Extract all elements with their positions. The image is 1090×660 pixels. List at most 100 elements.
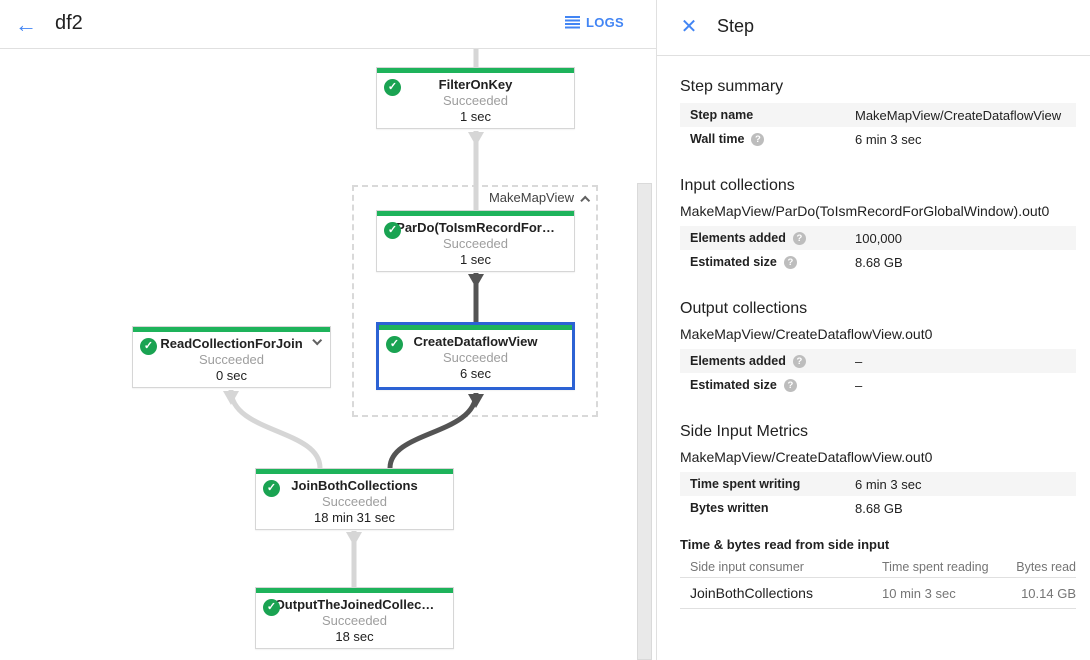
- logs-button-label: LOGS: [585, 15, 624, 30]
- node-time: 18 min 31 sec: [314, 510, 395, 525]
- toolbar: ← df2 LOGS: [0, 0, 656, 49]
- column-header: Side input consumer: [690, 560, 804, 574]
- input-collections-table: Elements added ? 100,000 Estimated size …: [680, 226, 1076, 274]
- row-value: MakeMapView/CreateDataflowView: [855, 107, 1062, 123]
- step-summary-heading: Step summary: [680, 78, 784, 95]
- node-status-bar: [133, 327, 330, 332]
- node-status-bar: [377, 211, 574, 216]
- side-input-collection-name: MakeMapView/CreateDataflowView.out0: [680, 449, 933, 465]
- output-collections-heading: Output collections: [680, 300, 808, 317]
- row-label: Step name: [690, 108, 754, 122]
- input-collection-name: MakeMapView/ParDo(ToIsmRecordForGlobalWi…: [680, 203, 1050, 219]
- row-value: 100,000: [855, 230, 902, 246]
- pane-divider: [656, 0, 657, 660]
- graph-node-outputthejoinedcollection[interactable]: ✓ OutputTheJoinedCollec… Succeeded 18 se…: [255, 587, 454, 649]
- table-row: Bytes written 8.68 GB: [680, 496, 1076, 520]
- help-icon[interactable]: ?: [783, 255, 797, 269]
- node-title: ReadCollectionForJoin: [160, 336, 303, 351]
- graph-scrollbar[interactable]: [637, 183, 652, 660]
- success-check-icon: ✓: [384, 79, 401, 96]
- node-title: ParDo(ToIsmRecordFor…: [396, 220, 555, 235]
- node-title: OutputTheJoinedCollec…: [274, 597, 435, 612]
- graph-node-readcollectionforjoin[interactable]: ✓ ReadCollectionForJoin Succeeded 0 sec: [132, 326, 331, 388]
- row-value: 6 min 3 sec: [855, 476, 922, 492]
- node-title: JoinBothCollections: [291, 478, 418, 493]
- job-title: df2: [55, 12, 83, 34]
- row-label: Estimated size: [690, 255, 777, 269]
- logs-button[interactable]: LOGS: [564, 15, 624, 30]
- side-input-read-table: Side input consumer Time spent reading B…: [680, 557, 1076, 609]
- row-label: Elements added: [690, 354, 786, 368]
- node-status: Succeeded: [442, 93, 509, 108]
- node-status-bar: [377, 68, 574, 73]
- table-header-row: Side input consumer Time spent reading B…: [680, 557, 1076, 578]
- graph-node-createdataflowview[interactable]: ✓ CreateDataflowView Succeeded 6 sec: [376, 322, 575, 390]
- cell-time: 10 min 3 sec: [882, 585, 956, 601]
- table-row: Wall time ? 6 min 3 sec: [680, 127, 1076, 151]
- row-value: –: [855, 377, 863, 393]
- step-summary-table: Step name MakeMapView/CreateDataflowView…: [680, 103, 1076, 151]
- node-status: Succeeded: [321, 613, 388, 628]
- node-time: 18 sec: [335, 629, 374, 644]
- success-check-icon: ✓: [384, 222, 401, 239]
- step-detail-panel: ✕ Step Step summary Step name MakeMapVie…: [657, 0, 1090, 660]
- help-icon[interactable]: ?: [751, 132, 765, 146]
- row-label: Time spent writing: [690, 477, 801, 491]
- help-icon[interactable]: ?: [792, 354, 806, 368]
- row-value: 8.68 GB: [855, 500, 903, 516]
- node-status: Succeeded: [198, 352, 265, 367]
- node-status-bar: [256, 588, 453, 593]
- graph-node-joinbothcollections[interactable]: ✓ JoinBothCollections Succeeded 18 min 3…: [255, 468, 454, 530]
- node-status-bar: [256, 469, 453, 474]
- group-label-text: MakeMapView: [488, 190, 574, 205]
- column-header: Bytes read: [1016, 560, 1076, 574]
- graph-edges: [223, 49, 484, 587]
- output-collections-table: Elements added ? – Estimated size ? –: [680, 349, 1076, 397]
- row-value: 8.68 GB: [855, 254, 903, 270]
- table-row: Time spent writing 6 min 3 sec: [680, 472, 1076, 496]
- side-input-metrics-heading: Side Input Metrics: [680, 423, 809, 440]
- side-input-read-heading: Time & bytes read from side input: [680, 537, 890, 552]
- table-row: Step name MakeMapView/CreateDataflowView: [680, 103, 1076, 127]
- output-collection-name: MakeMapView/CreateDataflowView.out0: [680, 326, 933, 342]
- panel-header: ✕ Step: [657, 0, 1090, 56]
- column-header: Time spent reading: [882, 560, 989, 574]
- success-check-icon: ✓: [386, 336, 403, 353]
- node-time: 1 sec: [459, 109, 492, 124]
- graph-node-pardo[interactable]: ✓ ParDo(ToIsmRecordFor… Succeeded 1 sec: [376, 210, 575, 272]
- node-status: Succeeded: [321, 494, 388, 509]
- panel-title: Step: [717, 16, 755, 36]
- row-label: Estimated size: [690, 378, 777, 392]
- row-label: Wall time: [690, 132, 745, 146]
- graph-node-filteronkey[interactable]: ✓ FilterOnKey Succeeded 1 sec: [376, 67, 575, 129]
- table-row: Estimated size ? 8.68 GB: [680, 250, 1076, 274]
- help-icon[interactable]: ?: [792, 231, 806, 245]
- row-value: –: [855, 353, 863, 369]
- table-row: Estimated size ? –: [680, 373, 1076, 397]
- row-value: 6 min 3 sec: [855, 131, 922, 147]
- success-check-icon: ✓: [263, 480, 280, 497]
- table-row: Elements added ? 100,000: [680, 226, 1076, 250]
- list-icon: [564, 16, 580, 29]
- help-icon[interactable]: ?: [783, 378, 797, 392]
- back-arrow-icon[interactable]: ←: [15, 12, 37, 37]
- node-time: 1 sec: [459, 252, 492, 267]
- table-row: Elements added ? –: [680, 349, 1076, 373]
- row-label: Bytes written: [690, 501, 769, 515]
- table-row: JoinBothCollections 10 min 3 sec 10.14 G…: [680, 578, 1076, 609]
- node-status-bar: [379, 325, 572, 330]
- node-status: Succeeded: [442, 350, 509, 365]
- cell-bytes: 10.14 GB: [1021, 585, 1076, 601]
- node-time: 0 sec: [215, 368, 248, 383]
- success-check-icon: ✓: [263, 599, 280, 616]
- cell-consumer: JoinBothCollections: [690, 585, 813, 601]
- group-makemapview-label[interactable]: MakeMapView: [352, 190, 591, 206]
- pipeline-graph: MakeMapView ✓ FilterOnKey Succeeded 1 se…: [0, 49, 656, 660]
- node-status: Succeeded: [442, 236, 509, 251]
- side-input-metrics-table: Time spent writing 6 min 3 sec Bytes wri…: [680, 472, 1076, 520]
- node-title: FilterOnKey: [438, 77, 513, 92]
- input-collections-heading: Input collections: [680, 177, 795, 194]
- row-label: Elements added: [690, 231, 786, 245]
- success-check-icon: ✓: [140, 338, 157, 355]
- close-icon[interactable]: ✕: [680, 16, 698, 38]
